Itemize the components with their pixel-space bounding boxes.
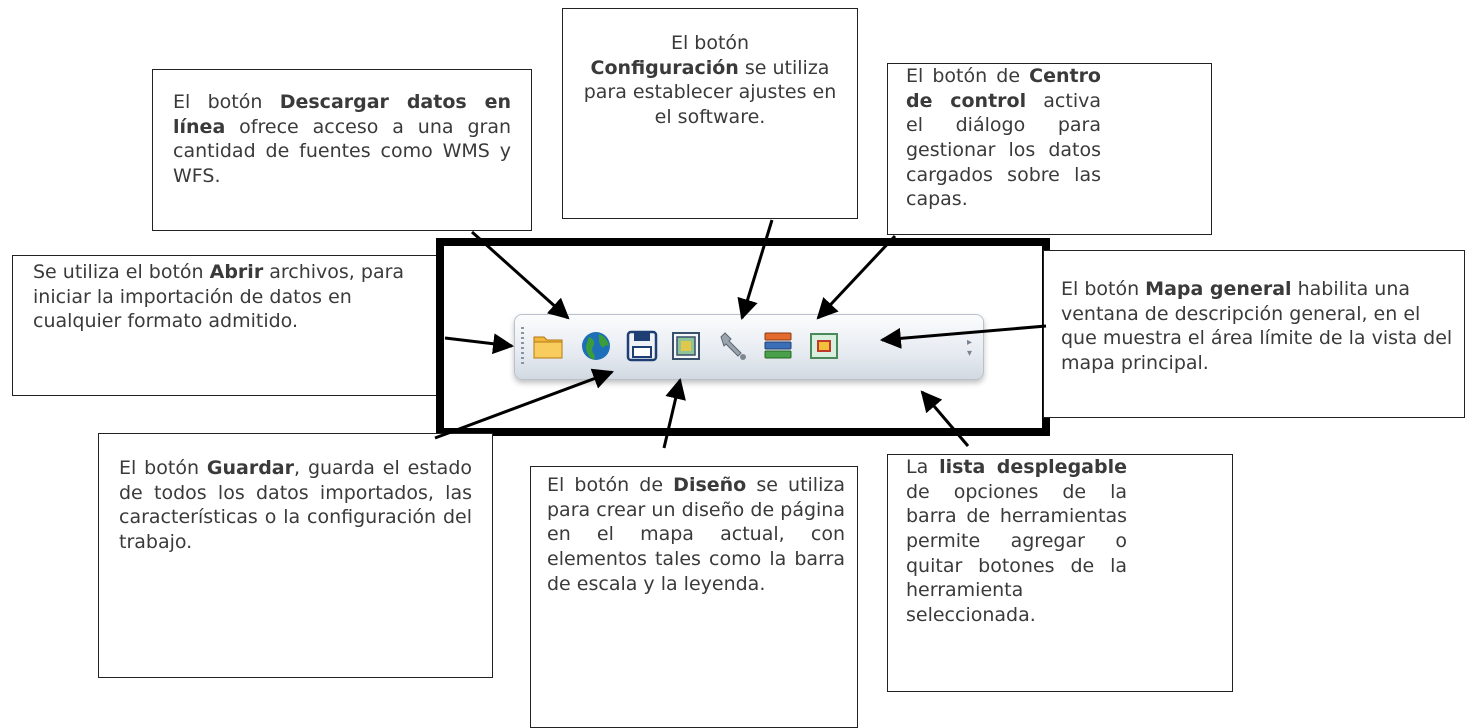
callout-text: se utiliza para establecer ajustes en el… bbox=[583, 56, 837, 129]
callout-text: El botón bbox=[1061, 278, 1146, 300]
callout-text: El botón bbox=[173, 91, 280, 113]
callout-bold: Configuración bbox=[590, 56, 739, 79]
arrow-abrir bbox=[444, 333, 515, 355]
callout-lista-desplegable: La lista desplegable de opciones de la b… bbox=[887, 454, 1233, 692]
callout-text: El botón de bbox=[547, 474, 674, 496]
callout-text: El botón bbox=[670, 32, 750, 54]
arrow-guardar bbox=[434, 368, 614, 440]
callout-bold: Guardar bbox=[206, 457, 294, 479]
callout-text: El botón bbox=[119, 457, 207, 479]
toolbar-grip[interactable] bbox=[521, 327, 524, 367]
callout-configuracion: El botón Configuración se utiliza para e… bbox=[562, 8, 858, 219]
callout-text: ofrece acceso a una gran cantidad de fue… bbox=[173, 115, 511, 188]
arrow-diseno bbox=[662, 377, 686, 449]
callout-text: El botón de bbox=[906, 65, 1030, 87]
arrow-configuracion bbox=[737, 219, 774, 321]
callout-abrir: Se utiliza el botón Abrir archivos, para… bbox=[12, 255, 445, 396]
arrow-lista bbox=[920, 390, 970, 447]
callout-text: Se utiliza el botón bbox=[33, 261, 210, 283]
callout-centro-control: El botón de Centro de control activa el … bbox=[887, 63, 1212, 235]
callout-text: , guarda el estado de todos los datos im… bbox=[119, 457, 472, 554]
overview-map-icon[interactable] bbox=[807, 329, 841, 363]
arrow-mapa bbox=[879, 324, 1047, 349]
callout-guardar: El botón Guardar, guarda el estado de to… bbox=[98, 433, 493, 678]
wrench-icon[interactable] bbox=[715, 329, 749, 363]
layers-icon[interactable] bbox=[761, 329, 795, 363]
callout-text: archivos, para iniciar la importación de… bbox=[33, 261, 405, 333]
callout-diseno: El botón de Diseño se utiliza para crear… bbox=[530, 466, 858, 728]
callout-text: se utiliza para crear un diseño de págin… bbox=[547, 474, 845, 595]
callout-text: de opciones de la barra de herramientas … bbox=[906, 480, 1127, 627]
toolbar: ▸▾ bbox=[514, 314, 984, 380]
callout-descargar: El botón Descargar datos en línea ofrece… bbox=[152, 69, 532, 231]
callout-text: habilita una ventana de descripción gene… bbox=[1061, 278, 1453, 375]
callout-bold: Diseño bbox=[673, 474, 747, 496]
globe-icon[interactable] bbox=[579, 329, 613, 363]
callout-bold: Abrir bbox=[209, 261, 264, 283]
callout-bold: Centro de control bbox=[906, 65, 1101, 112]
arrow-descargar bbox=[470, 230, 570, 320]
callout-bold: Mapa general bbox=[1145, 278, 1292, 300]
callout-mapa-general: El botón Mapa general habilita una venta… bbox=[1043, 250, 1465, 418]
toolbar-screenshot-frame: ▸▾ bbox=[436, 238, 1050, 436]
save-icon[interactable] bbox=[625, 329, 659, 363]
callout-bold: Descargar datos en línea bbox=[173, 91, 511, 138]
callout-text: La bbox=[906, 456, 940, 478]
layout-icon[interactable] bbox=[669, 329, 703, 363]
folder-icon[interactable] bbox=[531, 329, 565, 363]
callout-text: activa el diálogo para gestionar los dat… bbox=[906, 89, 1101, 211]
arrow-centro bbox=[816, 234, 897, 320]
toolbar-options-dropdown[interactable]: ▸▾ bbox=[967, 337, 973, 359]
callout-bold: lista desplegable bbox=[939, 456, 1127, 478]
